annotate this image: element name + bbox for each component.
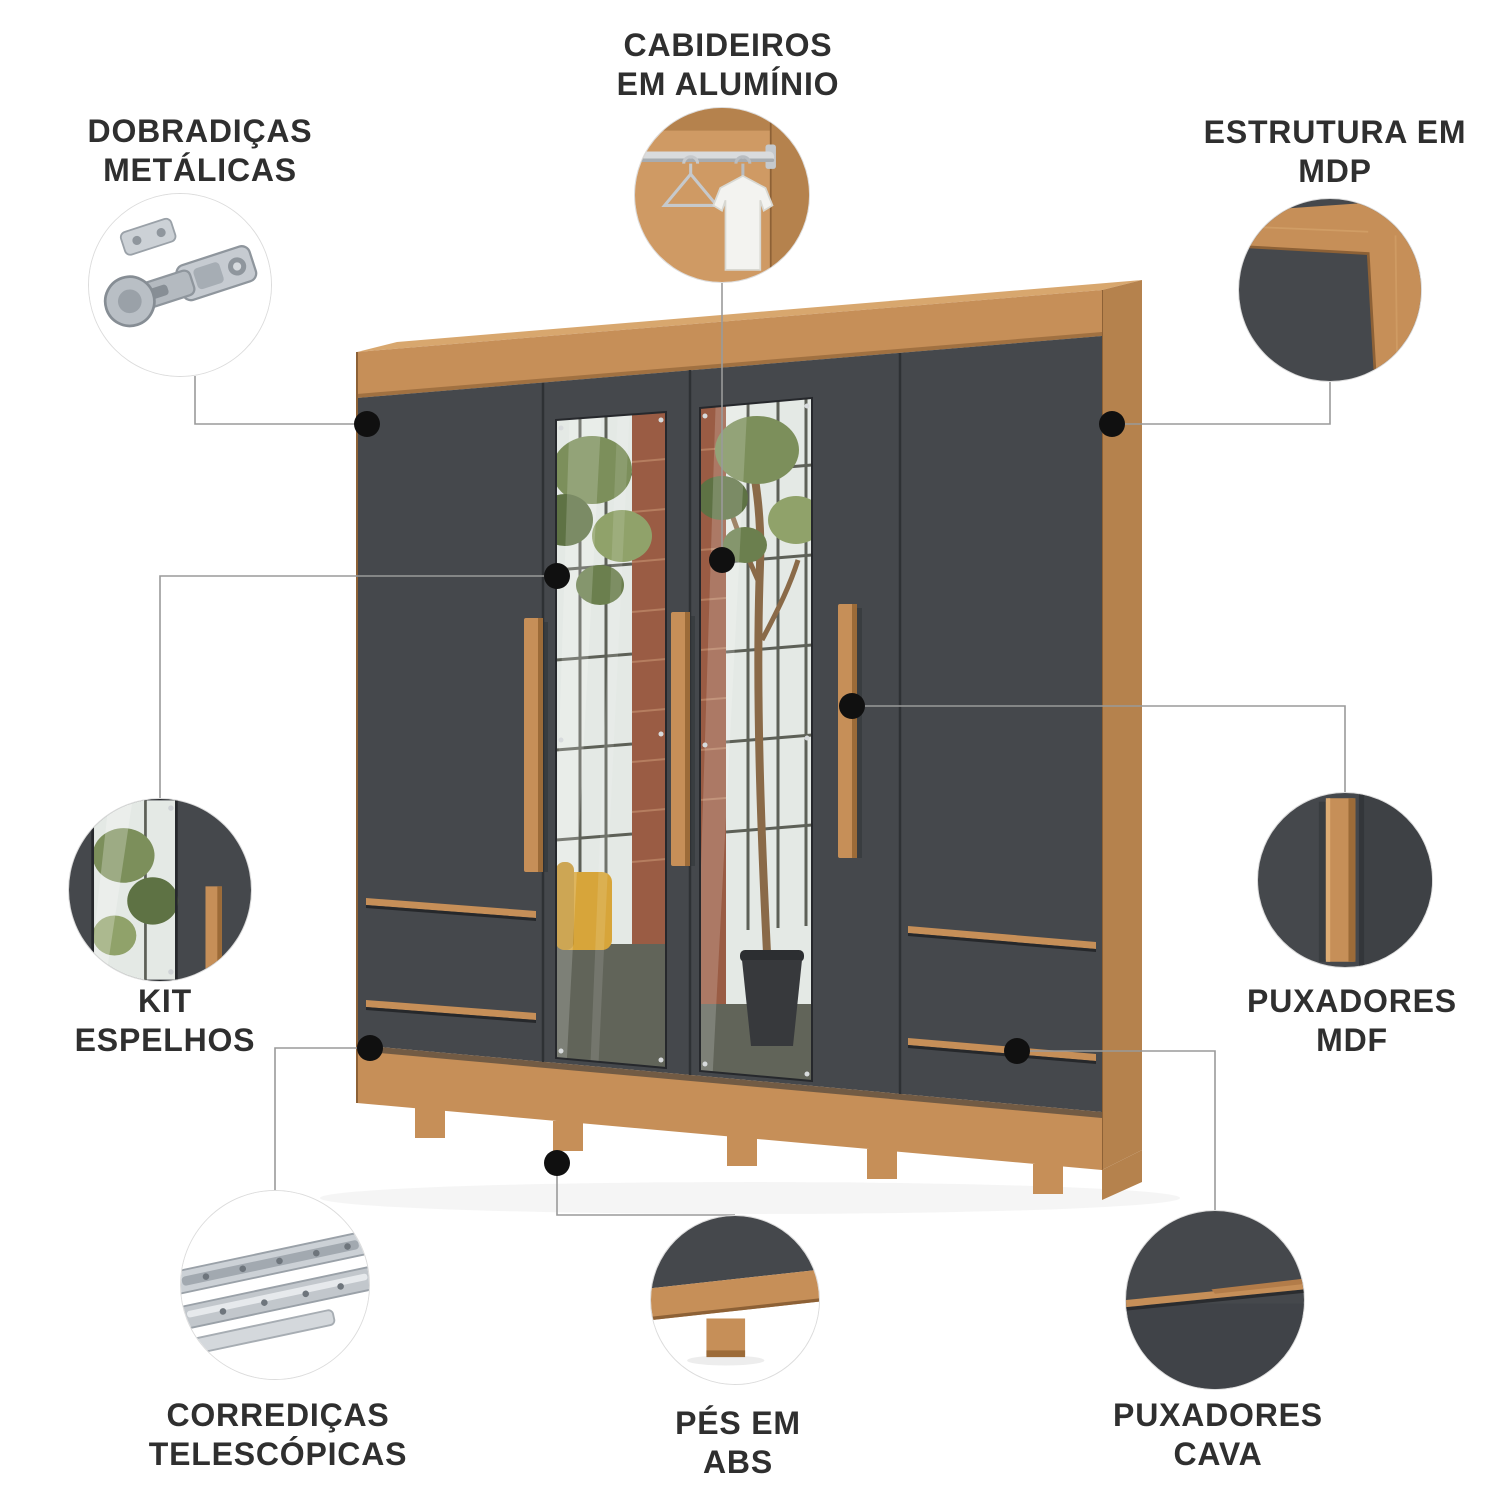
- feature-label-line: CABIDEIROS: [623, 27, 833, 63]
- callout-dot-slides: [357, 1035, 383, 1061]
- feature-label-line: EM ALUMÍNIO: [616, 66, 840, 103]
- wardrobe: [320, 280, 1180, 1214]
- feature-photo-mirror-kit: [68, 798, 252, 982]
- callout-lines: [159, 283, 1346, 1216]
- mirror-left: [556, 412, 666, 1068]
- feature-label-line: MDF: [1316, 1022, 1388, 1059]
- feature-label-line: MDP: [1298, 153, 1372, 190]
- callout-dots: [354, 411, 1125, 1176]
- mirror-left-screws: [558, 417, 664, 1063]
- wardrobe-feet: [415, 1108, 1142, 1200]
- callout-dot-feet: [544, 1150, 570, 1176]
- callout-dot-structure: [1099, 411, 1125, 437]
- wardrobe-handles: [524, 604, 862, 872]
- feature-label-puxadores-mdf: PUXADORES MDF: [1202, 982, 1500, 1060]
- hinge-icon: [89, 194, 271, 376]
- mirror-right-screws: [702, 403, 810, 1077]
- callout-dot-mdf-handles: [839, 693, 865, 719]
- feature-label-line: PUXADORES: [1247, 983, 1457, 1019]
- wardrobe-drawer-strips: [366, 898, 1096, 1064]
- feature-label-line: PÉS EM: [675, 1405, 801, 1441]
- feature-label-kit-espelhos: KIT ESPELHOS: [15, 982, 315, 1060]
- feature-label-line: ABS: [703, 1444, 773, 1481]
- feature-label-corredicas-telescopicas: CORREDIÇAS TELESCÓPICAS: [88, 1396, 468, 1474]
- abs-foot-icon: [651, 1216, 819, 1384]
- mirror-kit-icon: [69, 799, 251, 981]
- feature-photo-hinges: [88, 193, 272, 377]
- feature-photo-cava-handle: [1125, 1210, 1305, 1390]
- feature-label-line: DOBRADIÇAS: [87, 113, 313, 149]
- feature-label-line: CORREDIÇAS: [166, 1397, 390, 1433]
- mdf-handle-icon: [1258, 793, 1432, 967]
- callout-dot-hinges: [354, 411, 380, 437]
- callout-dot-rods: [709, 547, 735, 573]
- cava-handle-icon: [1126, 1211, 1304, 1389]
- feature-photo-rods: [634, 107, 810, 283]
- feature-label-line: METÁLICAS: [103, 152, 297, 189]
- mdp-corner-icon: [1239, 199, 1421, 381]
- feature-label-pes-abs: PÉS EM ABS: [618, 1404, 858, 1482]
- feature-photo-mdp: [1238, 198, 1422, 382]
- feature-photo-abs-feet: [650, 1215, 820, 1385]
- feature-label-line: KIT: [138, 983, 192, 1019]
- feature-photo-mdf-handle: [1257, 792, 1433, 968]
- feature-label-line: CAVA: [1173, 1436, 1263, 1473]
- hanging-rod-icon: [635, 108, 809, 282]
- feature-photo-slides: [180, 1190, 370, 1380]
- callout-dot-mirrors: [544, 563, 570, 589]
- feature-label-line: ESTRUTURA EM: [1203, 114, 1467, 150]
- mirror-right: [700, 398, 812, 1081]
- feature-label-puxadores-cava: PUXADORES CAVA: [1048, 1396, 1388, 1474]
- feature-label-dobradicas-metalicas: DOBRADIÇAS METÁLICAS: [30, 112, 370, 190]
- callout-dot-cava-handles: [1004, 1038, 1030, 1064]
- feature-label-estrutura-mdp: ESTRUTURA EM MDP: [1165, 113, 1500, 191]
- telescopic-slides-icon: [181, 1191, 369, 1379]
- feature-label-line: PUXADORES: [1113, 1397, 1323, 1433]
- feature-label-line: ESPELHOS: [74, 1022, 256, 1059]
- feature-label-cabideiros-aluminio: CABIDEIROS EM ALUMÍNIO: [558, 26, 898, 104]
- feature-label-line: TELESCÓPICAS: [148, 1436, 408, 1473]
